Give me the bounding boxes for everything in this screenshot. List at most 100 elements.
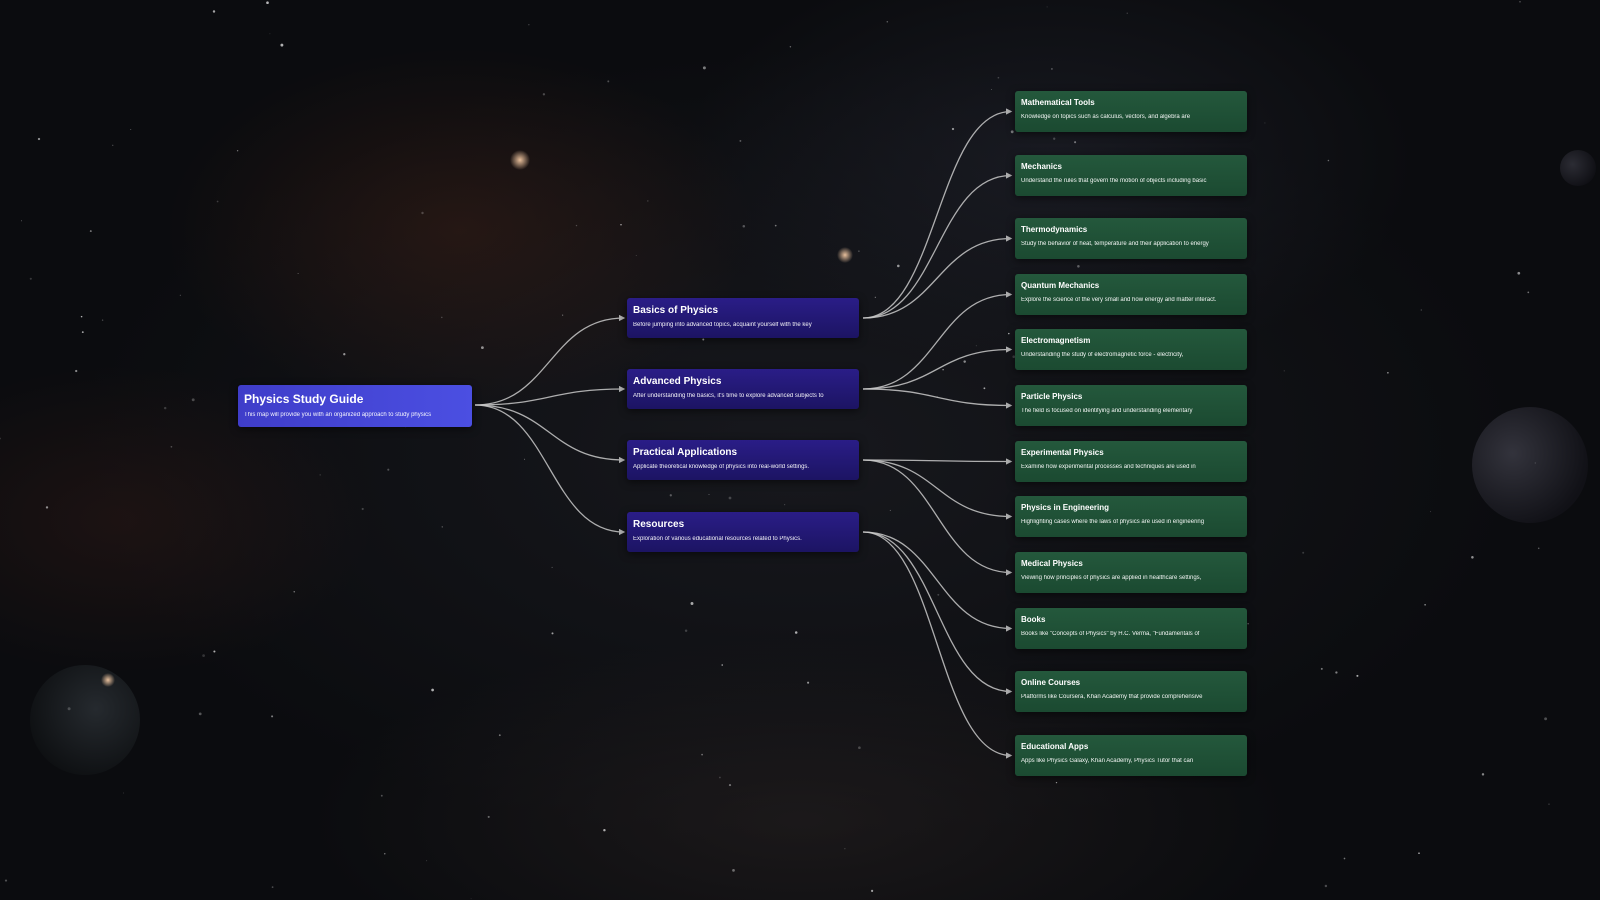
star xyxy=(528,24,530,26)
star xyxy=(1517,271,1521,275)
star xyxy=(319,474,321,476)
star xyxy=(269,33,271,35)
star xyxy=(690,602,694,605)
star xyxy=(1527,291,1530,294)
star xyxy=(951,127,955,131)
star xyxy=(1544,717,1548,721)
link-advanced-to-leaf xyxy=(862,291,1013,390)
star xyxy=(1055,781,1058,784)
star xyxy=(1335,671,1338,674)
star xyxy=(67,707,71,711)
branch-node-basics-description: Before jumping into advanced topics, acq… xyxy=(633,322,812,328)
star xyxy=(1010,130,1014,134)
leaf-node-title: Thermodynamics xyxy=(1021,225,1088,234)
star xyxy=(739,139,742,142)
leaf-node-title: Books xyxy=(1021,615,1046,624)
star xyxy=(101,319,104,321)
star xyxy=(0,437,2,440)
leaf-node-title: Quantum Mechanics xyxy=(1021,281,1100,290)
star xyxy=(1247,623,1249,625)
link-root-to-advanced xyxy=(474,385,626,406)
star xyxy=(575,224,578,227)
star xyxy=(1283,370,1285,372)
star xyxy=(45,506,49,509)
branch-node-practical-title: Practical Applications xyxy=(633,447,738,458)
star xyxy=(774,224,777,227)
link-practical-to-leaf xyxy=(862,459,1013,576)
star xyxy=(1126,12,1128,14)
stars xyxy=(0,0,1550,900)
star xyxy=(1324,884,1328,888)
star xyxy=(380,794,383,797)
star xyxy=(1077,265,1080,268)
leaf-node-title: Mechanics xyxy=(1021,162,1062,171)
star xyxy=(542,93,546,96)
star xyxy=(1430,511,1432,513)
link-resources-to-leaf xyxy=(862,531,1013,695)
leaf-node-title: Online Courses xyxy=(1021,678,1081,687)
star xyxy=(163,406,167,410)
link-resources-to-leaf xyxy=(862,531,1013,632)
star xyxy=(1053,137,1056,140)
star xyxy=(271,886,274,888)
star xyxy=(1537,547,1540,550)
star xyxy=(20,220,23,222)
branch-node-advanced-description: After understanding the basics, it's tim… xyxy=(633,393,824,399)
star xyxy=(1481,773,1485,776)
star xyxy=(179,294,181,296)
leaf-node-description: Study the behavior of heat, temperature … xyxy=(1021,241,1209,247)
star xyxy=(603,828,606,832)
link-basics-to-leaf xyxy=(862,108,1013,319)
leaf-node-description: Apps like Physics Galaxy, Khan Academy, … xyxy=(1021,758,1194,764)
star xyxy=(721,664,723,666)
star xyxy=(728,496,732,500)
star xyxy=(1343,857,1346,860)
star xyxy=(266,1,269,5)
star xyxy=(202,654,205,657)
leaf-node-title: Experimental Physics xyxy=(1021,448,1104,457)
star xyxy=(271,715,274,718)
link-root-to-resources xyxy=(474,404,626,536)
star xyxy=(212,10,216,13)
star xyxy=(937,593,940,596)
star xyxy=(470,898,472,900)
star xyxy=(728,784,732,787)
star xyxy=(297,273,299,275)
leaf-node-description: Understanding the study of electromagnet… xyxy=(1021,352,1184,358)
link-resources-to-leaf xyxy=(862,531,1013,759)
root-node[interactable]: Physics Study Guide This map will provid… xyxy=(238,385,472,427)
star xyxy=(990,89,992,90)
star xyxy=(75,369,78,373)
star xyxy=(874,296,876,298)
star xyxy=(487,815,490,818)
star xyxy=(343,353,346,356)
star xyxy=(871,889,874,893)
star xyxy=(1327,159,1330,162)
leaf-node-title: Physics in Engineering xyxy=(1021,503,1110,512)
star xyxy=(293,591,295,593)
star xyxy=(669,494,672,497)
star xyxy=(441,526,443,528)
star xyxy=(1387,371,1389,374)
star xyxy=(198,712,202,716)
branch-node-advanced-title: Advanced Physics xyxy=(633,376,722,387)
star xyxy=(858,250,860,252)
star xyxy=(858,746,861,750)
